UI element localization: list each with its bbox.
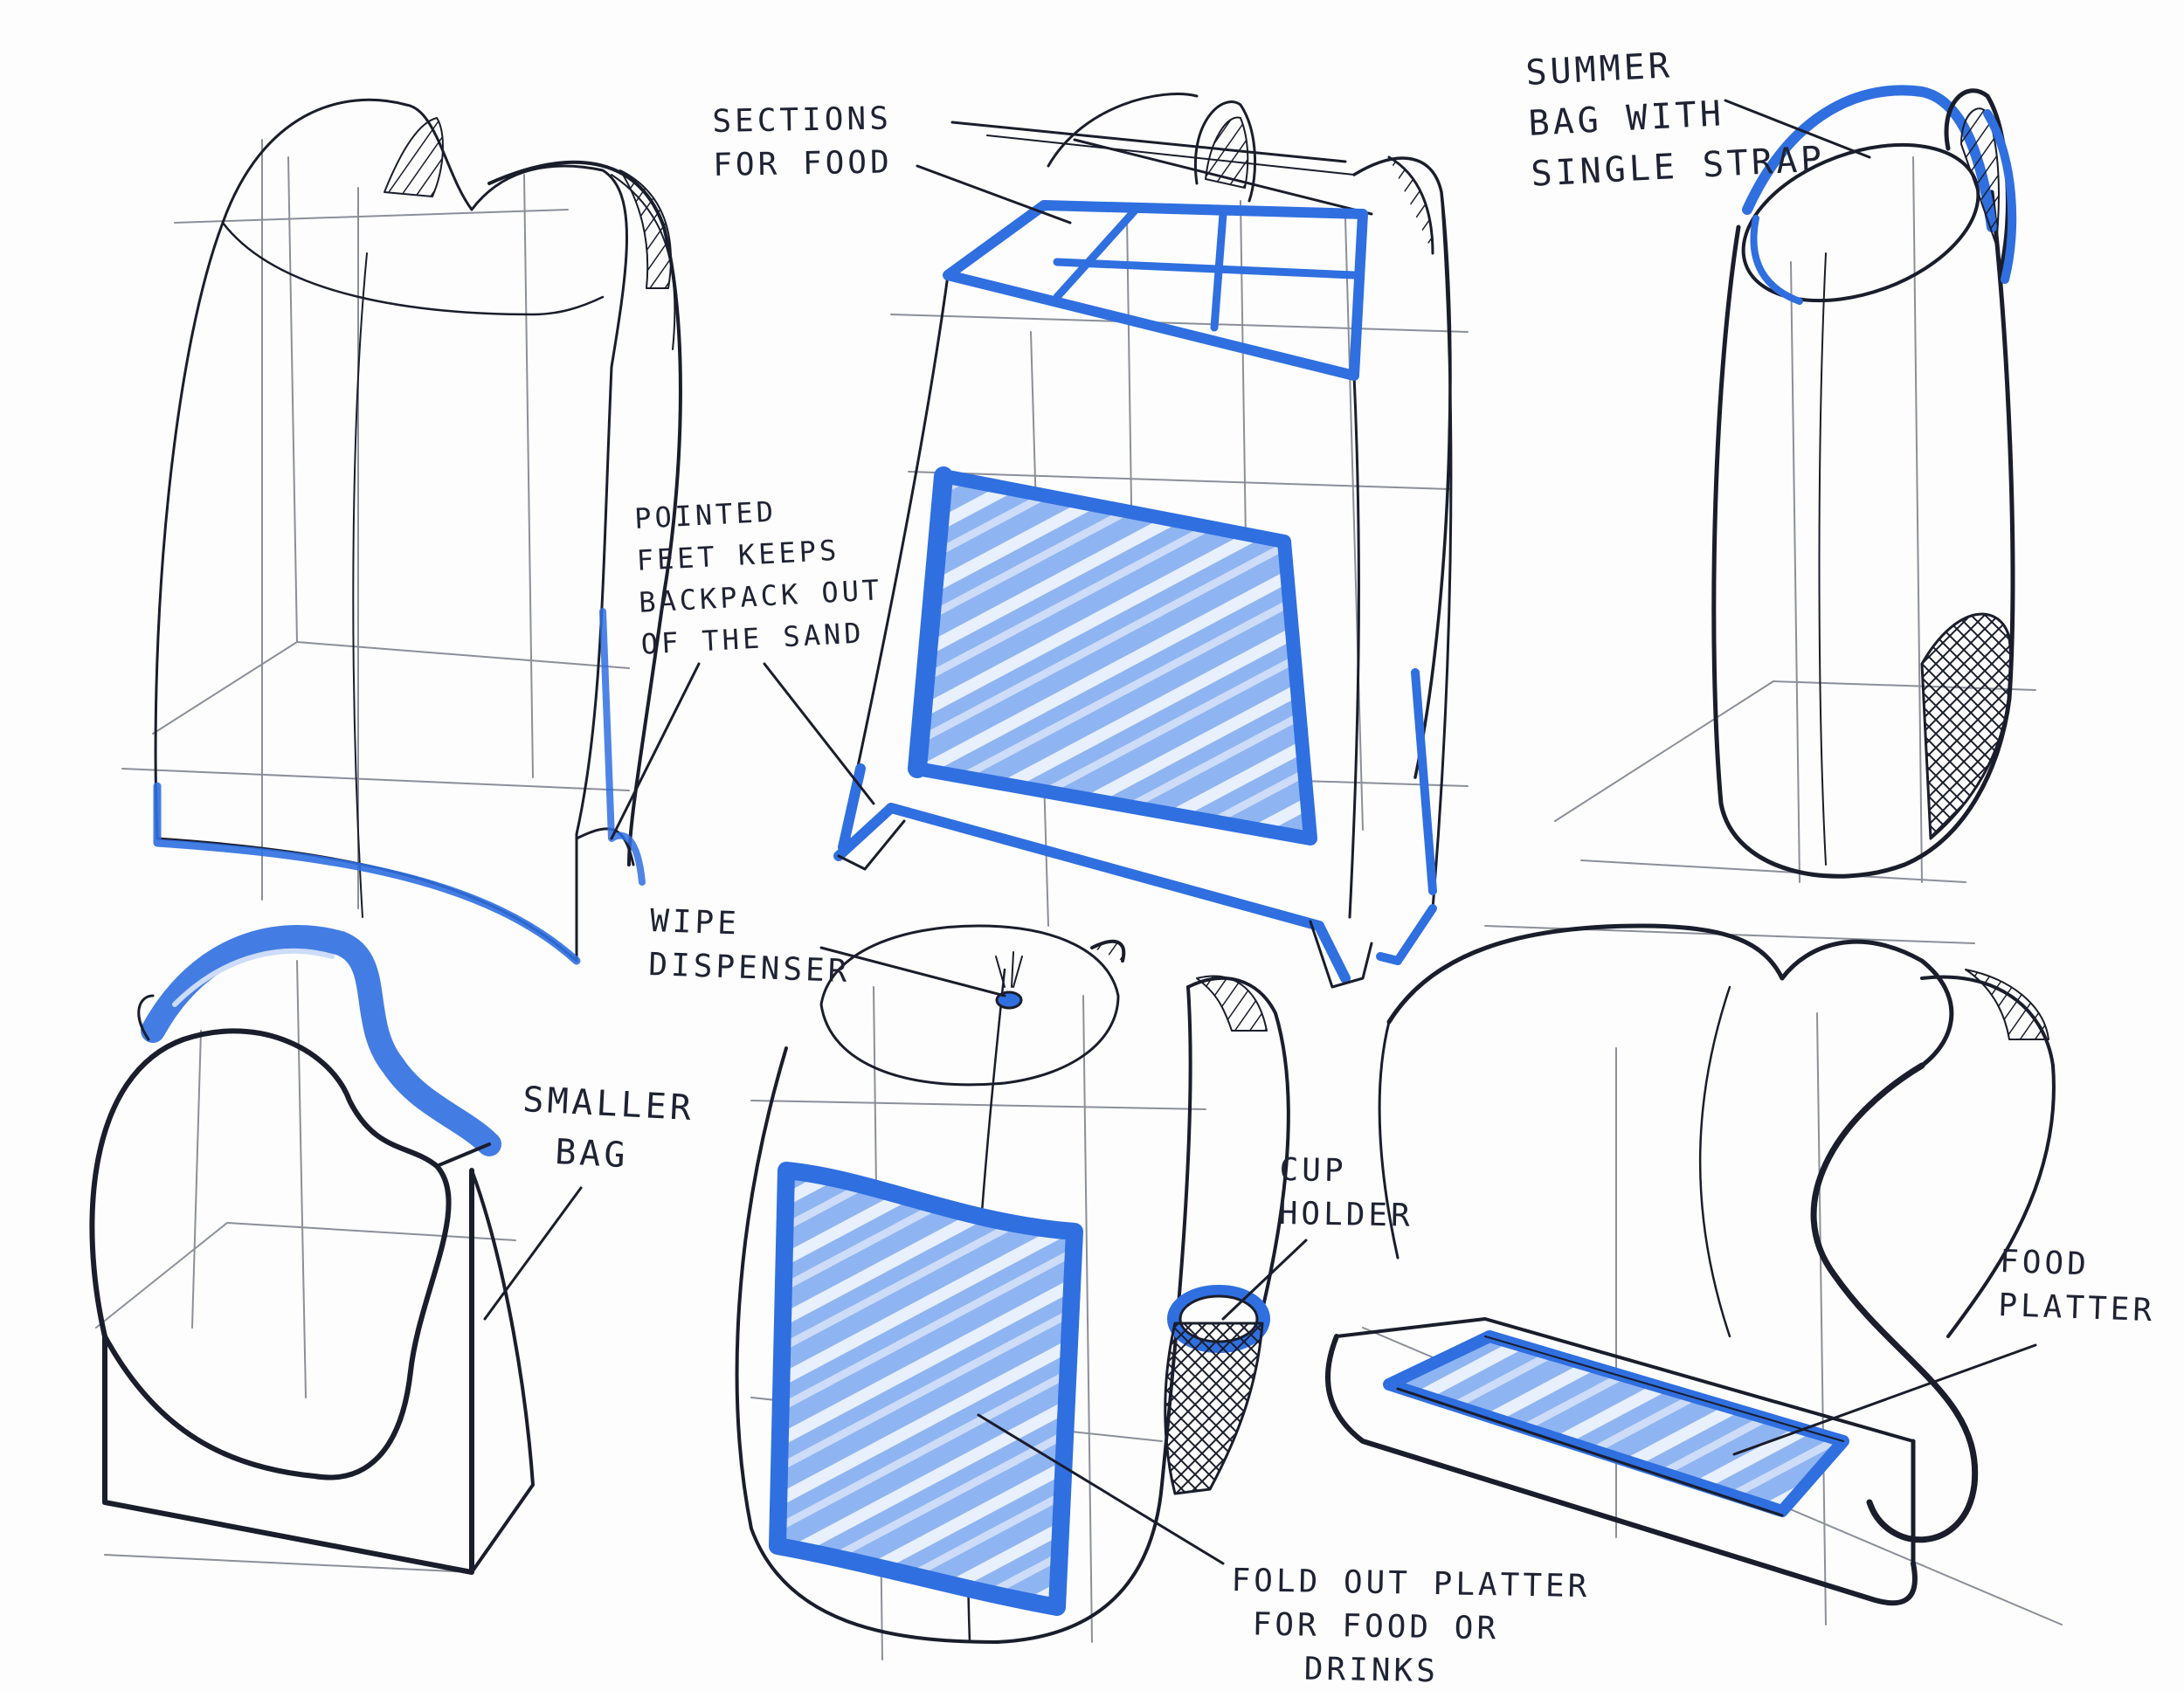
label-line: SECTIONS [712, 100, 893, 140]
label-smaller-bag: SMALLER BAG [519, 1074, 695, 1184]
label-line: WIPE [649, 902, 741, 942]
label-line: SMALLER [522, 1079, 695, 1129]
label-cup-holder: CUP HOLDER [1278, 1149, 1414, 1239]
label-line: FOOD [1999, 1243, 2091, 1283]
backpack-5-sketch [735, 924, 1290, 1660]
label-wipe-dispenser: WIPE DISPENSER [648, 900, 853, 994]
backpack-2-sketch [833, 93, 1469, 989]
label-line: DRINKS [1303, 1651, 1440, 1690]
annotation-leader-lines [483, 99, 2037, 1565]
label-line: FOR FOOD [712, 144, 894, 183]
label-sections-for-food: SECTIONS FOR FOOD [712, 97, 893, 188]
backpack-1-sketch [121, 98, 682, 965]
label-fold-out-platter: FOLD OUT PLATTER FOR FOOD OR DRINKS [1229, 1559, 1590, 1691]
label-line: CUP [1279, 1151, 1347, 1190]
backpack-4-sketch [89, 925, 535, 1575]
backpack-3-sketch [1554, 85, 2036, 883]
label-line: BAG [554, 1132, 630, 1177]
backpack-6-sketch [1325, 923, 2063, 1625]
label-line: FOLD OUT PLATTER [1231, 1562, 1591, 1605]
label-line: DISPENSER [647, 946, 852, 990]
label-line: PLATTER [1997, 1287, 2156, 1329]
label-line: FOR FOOD OR [1252, 1606, 1500, 1647]
label-line: HOLDER [1278, 1195, 1414, 1234]
label-summer-bag: SUMMER BAG WITH SINGLE STRAP [1524, 32, 1827, 199]
label-pointed-feet: POINTED FEET KEEPS BACKPACK OUT OF THE S… [633, 485, 886, 665]
label-food-platter: FOOD PLATTER [1998, 1240, 2158, 1333]
